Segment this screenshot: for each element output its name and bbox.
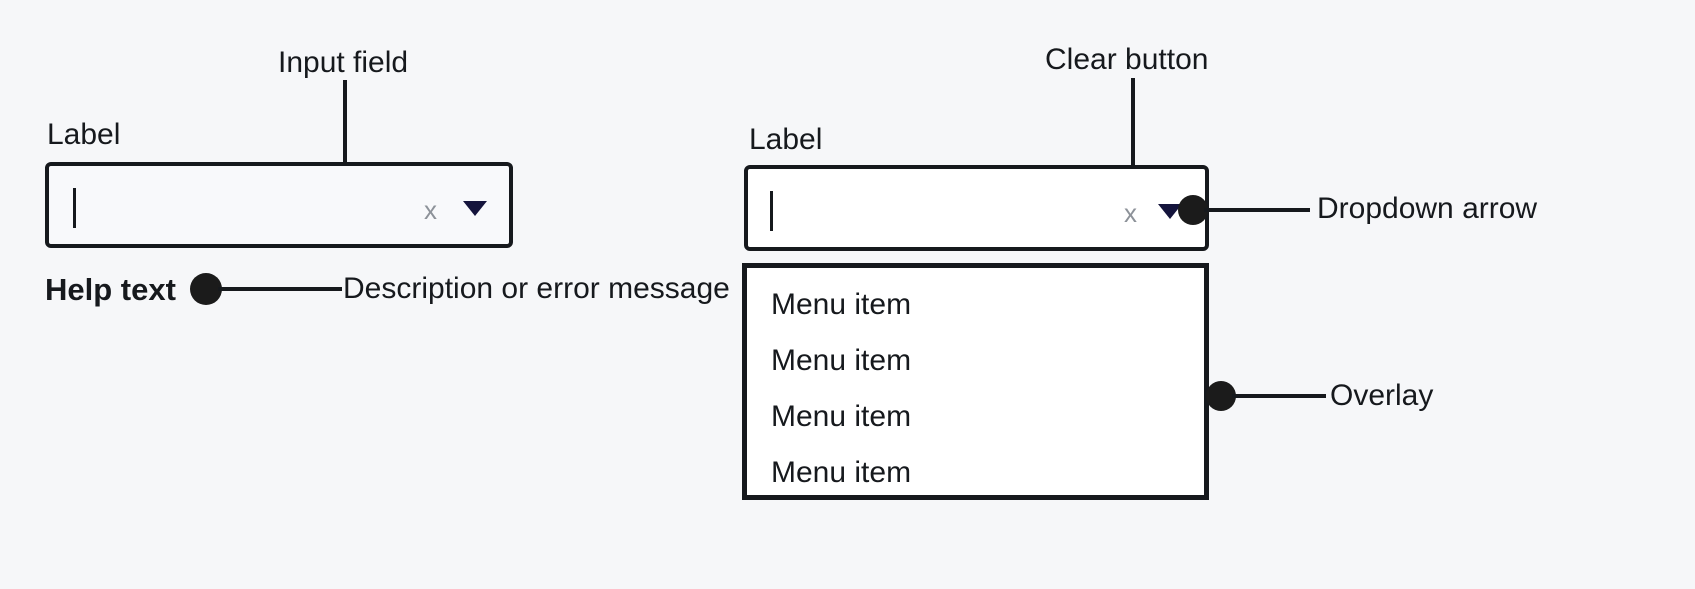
chevron-down-icon[interactable] [1158, 204, 1182, 219]
callout-label-clear-button: Clear button [1045, 43, 1209, 76]
clear-icon[interactable]: x [424, 195, 437, 225]
text-caret [770, 191, 773, 231]
menu-item[interactable]: Menu item [771, 344, 912, 377]
dropdown-overlay-menu[interactable]: Menu item Menu item Menu item Menu item [742, 263, 1209, 500]
chevron-down-icon[interactable] [463, 201, 487, 216]
callout-label-input-field: Input field [278, 46, 409, 79]
leader-dot-overlay [1206, 381, 1236, 411]
left-field-label: Label [47, 118, 121, 151]
leader-dot-help-description [190, 273, 222, 305]
leader-line-clear-button [1131, 78, 1135, 176]
callout-label-overlay: Overlay [1330, 379, 1434, 412]
clear-icon[interactable]: x [1124, 198, 1137, 228]
right-field-label: Label [749, 123, 823, 156]
left-help-text: Help text [45, 272, 176, 307]
leader-line-dropdown-arrow [1204, 208, 1310, 212]
callout-label-dropdown-arrow: Dropdown arrow [1317, 192, 1538, 225]
leader-dot-dropdown-arrow [1178, 195, 1208, 225]
menu-item[interactable]: Menu item [771, 400, 912, 433]
leader-line-help-description [218, 287, 342, 291]
menu-item[interactable]: Menu item [771, 288, 912, 321]
left-input-field[interactable]: x [45, 162, 513, 248]
leader-line-overlay [1232, 394, 1326, 398]
callout-label-help-description: Description or error message [343, 272, 730, 305]
menu-item[interactable]: Menu item [771, 456, 912, 489]
leader-line-input-field [343, 80, 347, 186]
right-input-field[interactable]: x [744, 165, 1209, 251]
text-caret [73, 188, 76, 228]
